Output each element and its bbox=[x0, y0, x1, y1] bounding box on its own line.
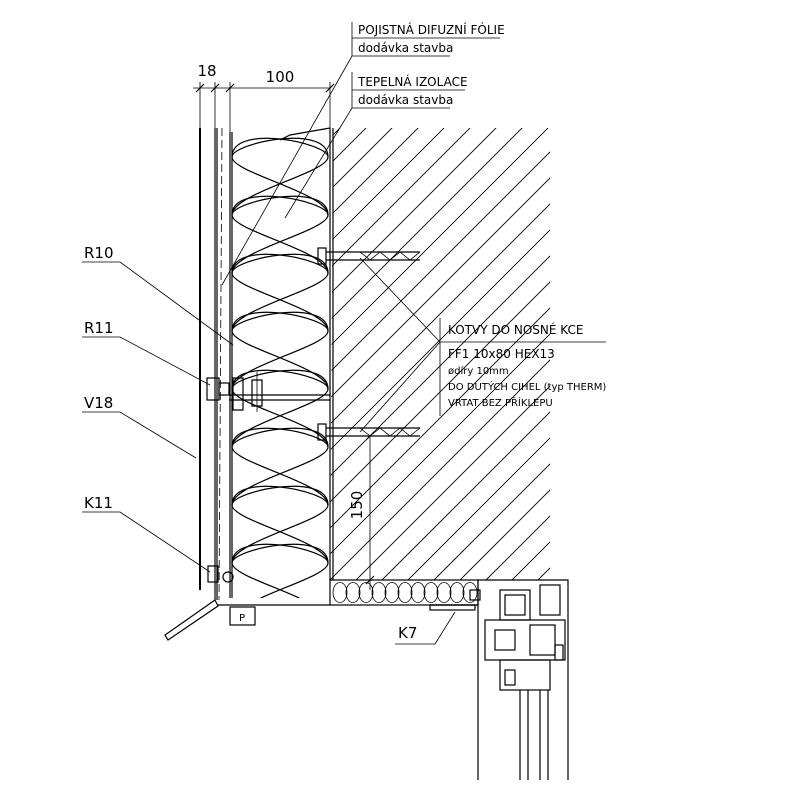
anchors-line4: VRTAT BEZ PŘÍKLEPU bbox=[448, 396, 553, 409]
tag-r10-label: R10 bbox=[84, 244, 114, 262]
dim-insulation: 100 bbox=[266, 68, 295, 86]
insulation-title: TEPELNÁ IZOLACE bbox=[357, 74, 468, 89]
note-insulation: TEPELNÁ IZOLACE dodávka stavba bbox=[284, 72, 468, 219]
tag-r11-label: R11 bbox=[84, 319, 114, 337]
tag-v18-label: V18 bbox=[84, 394, 113, 412]
membrane-supply: dodávka stavba bbox=[358, 41, 453, 55]
bracket-r11 bbox=[206, 372, 330, 412]
p-label: P bbox=[239, 613, 245, 624]
anchors-line3: DO DUTÝCH CIHEL (typ THERM) bbox=[448, 380, 606, 393]
wall-anchor-top bbox=[317, 247, 421, 265]
dim-cladding-gap: 18 bbox=[197, 62, 216, 80]
dim-150: 150 bbox=[348, 491, 366, 520]
tag-k11: K11 bbox=[82, 494, 211, 573]
masonry-wall bbox=[329, 128, 550, 580]
tag-r10: R10 bbox=[82, 244, 234, 346]
p-block: P bbox=[229, 606, 256, 626]
tag-v18: V18 bbox=[82, 394, 197, 459]
cladding-panel bbox=[164, 127, 330, 641]
anchors-title: KOTVY DO NOSNÉ KCE bbox=[448, 322, 583, 337]
dimension-anchor-spacing: 150 bbox=[348, 431, 375, 590]
tag-r11: R11 bbox=[82, 319, 211, 386]
bracket-k11 bbox=[207, 565, 234, 583]
dimension-top: 18 100 bbox=[193, 62, 335, 132]
window-frame bbox=[429, 579, 569, 780]
anchors-line1: FF1 10x80 HEX13 bbox=[448, 347, 555, 361]
tag-k11-label: K11 bbox=[84, 494, 113, 512]
membrane-title: POJISTNÁ DIFUZNÍ FÓLIE bbox=[358, 22, 505, 37]
tag-k7-label: K7 bbox=[398, 624, 417, 642]
anchors-line2: ødíry 10mm bbox=[448, 365, 509, 377]
tag-k7: K7 bbox=[395, 611, 456, 645]
thermal-insulation bbox=[229, 127, 331, 598]
note-membrane: POJISTNÁ DIFUZNÍ FÓLIE dodávka stavba bbox=[221, 22, 505, 286]
insulation-supply: dodávka stavba bbox=[358, 93, 453, 107]
reveal-insulation bbox=[329, 579, 479, 606]
note-anchors: KOTVY DO NOSNÉ KCE FF1 10x80 HEX13 ødíry… bbox=[359, 257, 606, 433]
